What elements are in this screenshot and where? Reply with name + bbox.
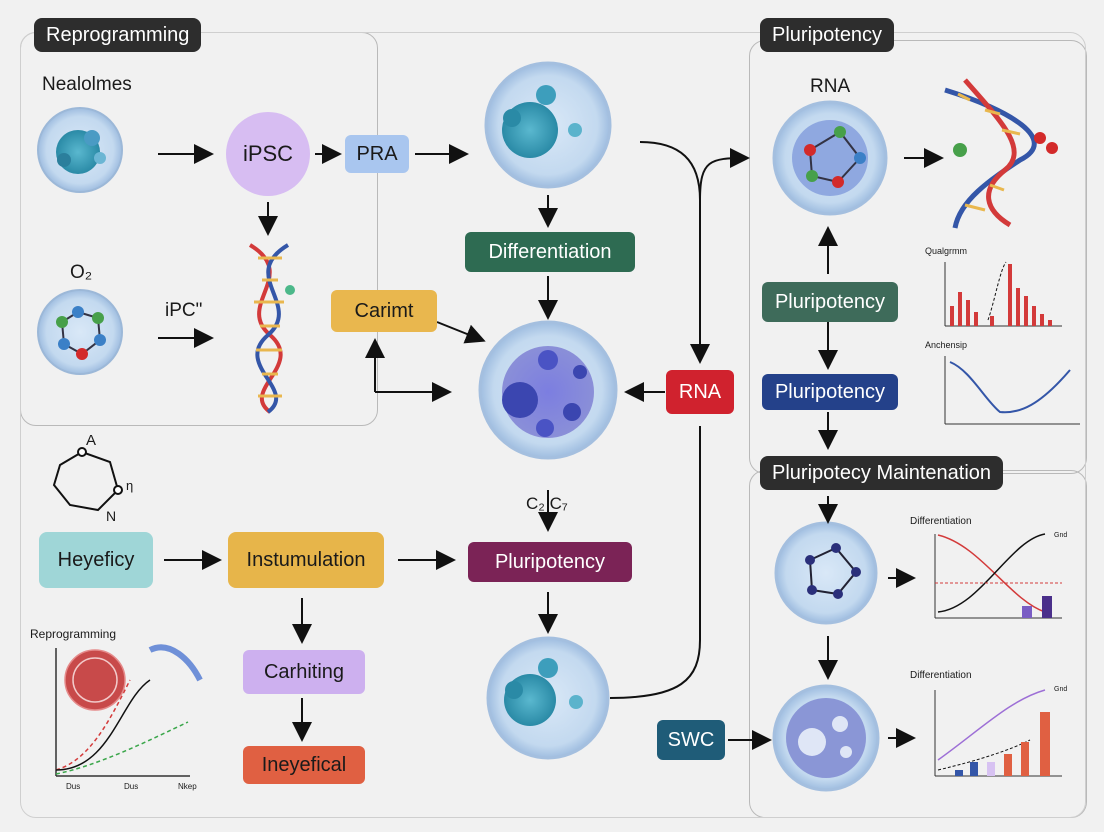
molecule-outline [52,447,123,512]
cell-center-bottom [486,636,610,760]
label-ipc: iPC" [165,300,203,321]
carimt-node: Carimt [331,290,437,332]
swc-node: SWC [657,720,725,760]
differentiation-chart-1 [934,533,1062,619]
label-differentiation-chart2: Differentiation [910,670,972,681]
pluripotency-green-node: Pluripotency [762,282,898,322]
differentiation-node: Differentiation [465,232,635,272]
label-differentiation-chart1: Differentiation [910,516,972,527]
cell-mid-left [37,289,123,375]
label-mol-n: N [106,508,117,524]
chart-tick-2: Dus [124,782,139,791]
label-anchensip: Anchensip [925,340,968,350]
maintenance-title: Pluripotecy Maintenation [760,456,1004,490]
label-qualgrmm: Qualgrmm [925,246,968,256]
qualgrmm-chart [944,261,1062,327]
chart-legend-tr: Gnd [1054,532,1068,539]
ipsc-circle [226,112,310,196]
pluripotency-title: Pluripotency [760,18,895,52]
heyeficy-node: Heyeficy [39,532,153,588]
arrows [158,141,944,750]
outer-panel [20,32,1086,818]
dna-helix-right [944,78,1058,229]
label-mol-eta: η [126,478,134,493]
rna-node: RNA [666,370,734,414]
differentiation-chart-2 [934,689,1062,777]
label-rna-top: RNA [810,76,851,97]
label-nealolmes: Nealolmes [42,74,132,95]
cell-pluri-rna [772,100,888,216]
instumulation-node: Instumulation [228,532,384,588]
label-c2c7: C₂ C₇ [526,494,568,513]
cell-center-mid [478,320,618,460]
cell-maint-1 [774,521,878,625]
cell-top-left [37,107,123,193]
connector-lines [609,426,701,699]
carhiting-node: Carhiting [243,650,365,694]
label-o2: O₂ [70,262,93,283]
cell-maint-2 [772,684,880,792]
label-reprogramming-small: Reprogramming [30,627,117,641]
label-mol-a: A [86,432,97,449]
anchensip-chart [944,356,1080,425]
reprogramming-title: Reprogramming [34,18,202,52]
chart-tick-1: Dus [66,782,81,791]
pra-node: PRA [345,135,409,173]
dna-helix-left [248,243,295,414]
chart-legend-br: Gnd [1054,686,1068,693]
ipsc-node: iPSC [242,141,294,166]
reprogramming-chart [55,644,203,777]
ineyefical-node: Ineyefical [243,746,365,784]
pluripotency-main-node: Pluripotency [468,542,632,582]
pluripotency-blue-node: Pluripotency [762,374,898,410]
cell-center-top [484,61,612,189]
chart-tick-3: Nkep [178,782,197,791]
